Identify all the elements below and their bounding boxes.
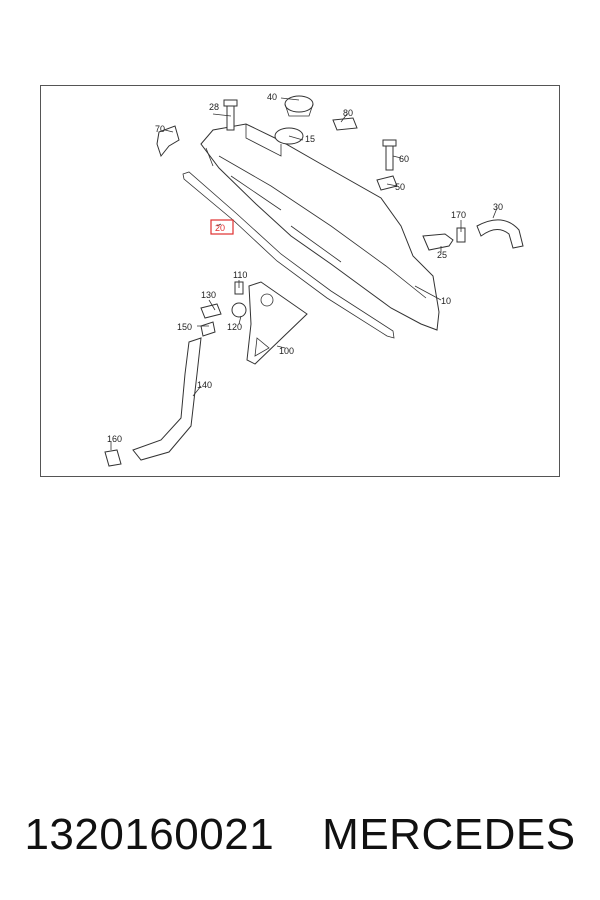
callout-80: 80 (343, 108, 353, 118)
parts-diagram: 28 40 80 70 15 60 50 170 30 20 25 10 110… (40, 85, 560, 477)
callout-170: 170 (451, 210, 466, 220)
oil-cap-base (284, 103, 314, 117)
callout-15: 15 (305, 134, 315, 144)
callout-30: 30 (493, 202, 503, 212)
callout-60: 60 (399, 154, 409, 164)
callout-50: 50 (395, 182, 405, 192)
valve-cover-detail (205, 124, 427, 299)
fitting-130-shape (200, 303, 222, 319)
callout-28: 28 (209, 102, 219, 112)
leader-lines (110, 97, 498, 450)
product-caption: 1320160021 MERCEDES (0, 800, 600, 870)
callout-150: 150 (177, 322, 192, 332)
part-number: 1320160021 (24, 810, 275, 859)
brand-name: MERCEDES (322, 810, 576, 859)
bracket-70-shape (156, 125, 180, 158)
hose-140-shape (132, 337, 202, 461)
callout-110: 110 (233, 270, 247, 280)
clamp-160-shape (104, 449, 122, 467)
clip-50-shape (376, 175, 398, 191)
bolt-60-head (382, 139, 397, 147)
callout-20: 20 (215, 223, 225, 233)
clip-80-shape (332, 117, 358, 131)
hose-30-shape (476, 219, 524, 249)
callout-10: 10 (441, 296, 451, 306)
callout-140: 140 (197, 380, 212, 390)
oil-cap-shape (284, 95, 314, 113)
callout-70: 70 (155, 124, 165, 134)
bolt-60-shape (385, 143, 394, 171)
exploded-view: 28 40 80 70 15 60 50 170 30 20 25 10 110… (104, 92, 524, 467)
bolt-28-head (223, 99, 238, 107)
callout-40: 40 (267, 92, 277, 102)
clamp-150-shape (200, 321, 216, 337)
callout-100: 100 (279, 346, 294, 356)
callout-25: 25 (437, 250, 447, 260)
plate-hole (260, 293, 274, 307)
plate-cutout (254, 337, 270, 357)
callout-120: 120 (227, 322, 242, 332)
plate-100-shape (246, 281, 308, 365)
hose-25-shape (422, 233, 454, 251)
callout-160: 160 (107, 434, 122, 444)
callout-130: 130 (201, 290, 216, 300)
washer-120-shape (231, 302, 247, 318)
bolt-28-shape (226, 103, 235, 131)
callout-20-highlight-box (210, 219, 234, 235)
